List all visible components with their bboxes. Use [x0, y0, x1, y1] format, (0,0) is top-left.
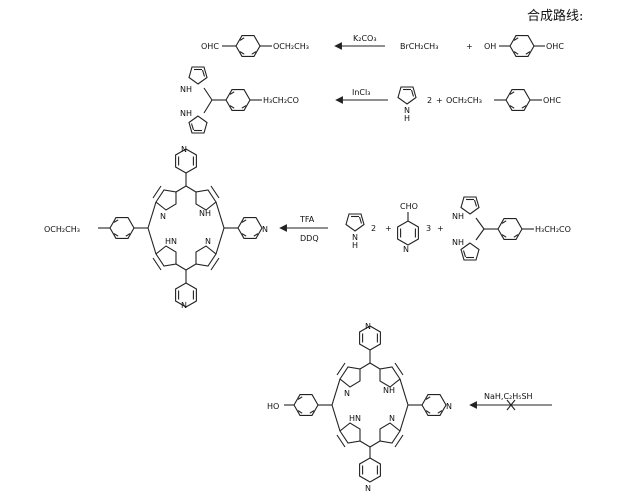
h3ch2co-label: H₃CH₂CO: [535, 225, 571, 234]
row2-pyrrole: N H: [397, 86, 417, 123]
reagent-step1: K₂CO₃: [353, 34, 377, 43]
row2-ethoxy-benzaldehyde: OCH₂CH₃ OHC: [446, 89, 561, 111]
row2-dipyrromethane: NH NH H₃CH₂CO: [180, 66, 299, 134]
reagent-step4: NaH,C₂H₅SH: [484, 392, 533, 401]
coefficient-2: 2: [371, 224, 376, 233]
n-label: N: [404, 106, 410, 115]
n-label: N: [181, 145, 187, 154]
nh-label: NH: [199, 209, 211, 218]
n-label: N: [262, 225, 268, 234]
nh-label: NH: [452, 212, 464, 221]
reagent-step3-top: TFA: [299, 215, 315, 224]
row3-pyridine-aldehyde: CHO N: [397, 202, 419, 254]
row4-hydroxyphenyl-porphyrin: NH HN N N N N N HO: [267, 322, 452, 493]
reagent-step2: InCl₃: [352, 88, 370, 97]
ethoxy-label: OCH₂CH₃: [273, 42, 309, 51]
row3-pyrrole: N H: [345, 213, 365, 250]
plus-sign: +: [436, 96, 443, 105]
nh-label: NH: [452, 238, 464, 247]
h-label: H: [352, 241, 358, 250]
n-label: N: [344, 389, 350, 398]
row3-dipyrromethane: NH NH H₃CH₂CO: [452, 196, 571, 261]
plus-sign: +: [437, 224, 444, 233]
n-label: N: [403, 245, 409, 254]
n-label: N: [365, 322, 371, 331]
nh-label: NH: [180, 85, 192, 94]
bromoethane-label: BrCH₂CH₃: [400, 42, 438, 51]
hn-label: HN: [165, 237, 177, 246]
hn-label: HN: [349, 414, 361, 423]
row3-porphyrin-product: NH HN N N N N N OCH₂CH₃: [44, 145, 268, 310]
nh-label: NH: [383, 386, 395, 395]
n-label: N: [389, 414, 395, 423]
ethoxy-label: OCH₂CH₃: [44, 225, 80, 234]
coefficient-3: 3: [426, 224, 431, 233]
arrow-cross-mark: [506, 399, 516, 411]
ho-label: HO: [267, 402, 279, 411]
row1-reactant-phenol: OH OHC: [484, 35, 564, 57]
ohc-label: OHC: [201, 42, 219, 51]
ohc-label: OHC: [543, 96, 561, 105]
h3ch2co-label: H₃CH₂CO: [263, 96, 299, 105]
n-label: N: [352, 233, 358, 242]
reagent-step3-bottom: DDQ: [300, 234, 319, 243]
row1-product: OHC OCH₂CH₃: [201, 35, 309, 57]
plus-sign: +: [466, 42, 473, 51]
n-label: N: [160, 212, 166, 221]
oh-label: OH: [484, 42, 496, 51]
cho-label: CHO: [400, 202, 418, 211]
coefficient-2: 2: [427, 96, 432, 105]
n-label: N: [365, 484, 371, 493]
n-label: N: [205, 237, 211, 246]
scheme-title: 合成路线:: [527, 8, 583, 24]
ethoxy-label: OCH₂CH₃: [446, 96, 482, 105]
ohc-label: OHC: [546, 42, 564, 51]
nh-label: NH: [180, 109, 192, 118]
n-label: N: [181, 301, 187, 310]
h-label: H: [404, 114, 410, 123]
n-label: N: [446, 402, 452, 411]
plus-sign: +: [385, 224, 392, 233]
